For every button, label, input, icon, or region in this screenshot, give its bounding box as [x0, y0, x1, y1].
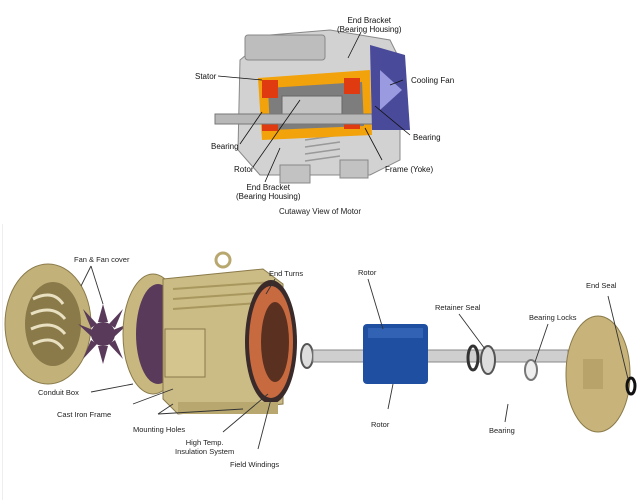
- label-fan-cover: Fan & Fan cover: [74, 255, 130, 264]
- label-line: End Bracket: [246, 183, 291, 192]
- label-insulation-system: High Temp. Insulation System: [175, 438, 234, 456]
- label-line: Insulation System: [175, 447, 235, 456]
- label-bearing-locks: Bearing Locks: [529, 313, 577, 322]
- label-line: (Bearing Housing): [236, 192, 301, 201]
- label-mounting-holes: Mounting Holes: [133, 425, 186, 434]
- label-end-seal: End Seal: [586, 281, 617, 290]
- label-line: (Bearing Housing): [337, 25, 402, 34]
- label-bearing-left: Bearing: [211, 142, 239, 151]
- label-frame-yoke: Frame (Yoke): [385, 165, 434, 174]
- label-end-turns: End Turns: [269, 269, 304, 278]
- label-end-bracket-top: End Bracket (Bearing Housing): [337, 16, 401, 34]
- diagram-caption: Cutaway View of Motor: [278, 207, 362, 216]
- label-rotor-top: Rotor: [358, 268, 377, 277]
- label-cooling-fan: Cooling Fan: [411, 76, 455, 85]
- label-bearing: Bearing: [489, 426, 515, 435]
- label-stator: Stator: [195, 72, 217, 81]
- exploded-motor-illustration: [4, 251, 637, 450]
- exploded-diagram: Fan & Fan cover End Turns Rotor Retainer…: [2, 224, 639, 500]
- label-field-windings: Field Windings: [230, 460, 280, 469]
- label-retainer-seal: Retainer Seal: [435, 303, 481, 312]
- label-rotor: Rotor: [234, 165, 254, 174]
- cutaway-motor-illustration: [214, 29, 411, 184]
- label-cast-iron-frame: Cast Iron Frame: [57, 410, 112, 419]
- label-line: High Temp.: [185, 438, 224, 447]
- label-bearing-right: Bearing: [413, 133, 441, 142]
- label-conduit-box: Conduit Box: [38, 388, 79, 397]
- label-rotor-bottom: Rotor: [371, 420, 390, 429]
- label-end-bracket-bottom: End Bracket (Bearing Housing): [236, 183, 300, 201]
- label-line: End Bracket: [347, 16, 392, 25]
